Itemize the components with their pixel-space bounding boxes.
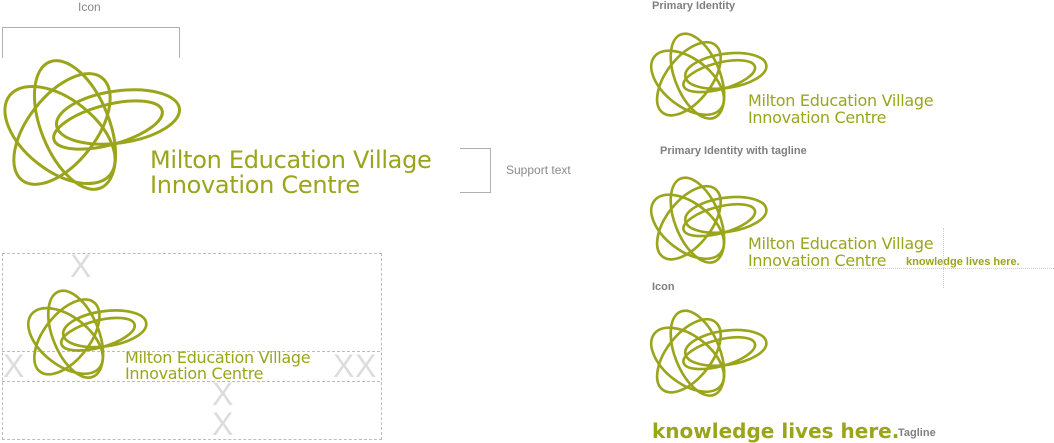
clearspace-x-top: X [70, 248, 92, 284]
primary-tagline-name-line1: Milton Education Village [748, 234, 934, 253]
logo-star-icon [3, 59, 182, 191]
support-text-annotation-label: Support text [506, 163, 571, 177]
primary-tagline-heading: Primary Identity with tagline [660, 145, 807, 157]
primary-name-line1: Milton Education Village [748, 91, 934, 110]
standalone-star-icon [649, 309, 768, 397]
primary-tagline-name-line2: Innovation Centre [748, 251, 887, 270]
clearspace-x-right-1: X [333, 348, 355, 384]
primary-tagline-logo-star-icon [649, 176, 768, 264]
icon-heading: Icon [652, 281, 675, 293]
icon-annotation-label: Icon [78, 0, 101, 14]
tagline-guide-horizontal [748, 268, 1054, 269]
support-text-bracket [460, 148, 491, 193]
primary-identity-heading: Primary Identity [652, 0, 736, 12]
icon-bracket [2, 27, 180, 58]
inline-tagline: knowledge lives here. [906, 256, 1020, 268]
clearspace-name-line1: Milton Education Village [125, 348, 311, 367]
tagline-guide-vertical [943, 228, 944, 288]
clearspace-x-right-2: X [355, 348, 377, 384]
logo-name-line2: Innovation Centre [150, 171, 360, 199]
clearspace-logo-star-icon [26, 289, 148, 380]
clearspace-x-bottom-2: X [212, 406, 234, 442]
clearspace-outer-box [2, 253, 382, 440]
clearspace-name-line2: Innovation Centre [125, 364, 264, 383]
logo-name-line1: Milton Education Village [150, 146, 432, 174]
primary-logo-star-icon [649, 32, 768, 120]
tagline-large: knowledge lives here. [652, 419, 900, 443]
clearspace-text-band [2, 351, 380, 382]
clearspace-x-left: X [3, 348, 25, 384]
clearspace-x-bottom-1: X [212, 376, 234, 412]
tagline-annotation-label: Tagline [898, 427, 936, 439]
primary-name-line2: Innovation Centre [748, 108, 887, 127]
